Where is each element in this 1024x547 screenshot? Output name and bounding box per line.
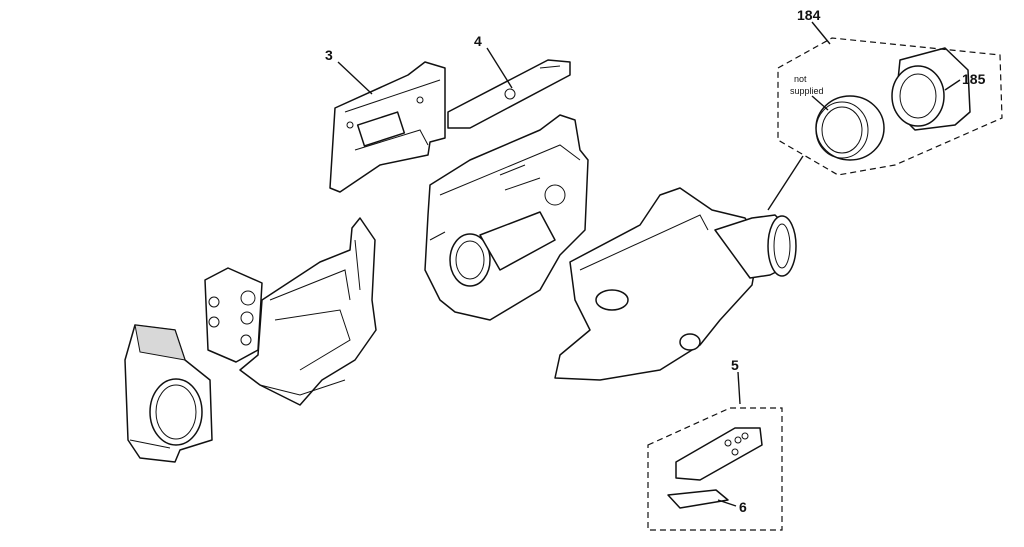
leader-line-184 — [811, 21, 831, 45]
main-mechanism-body — [424, 114, 589, 321]
note-not-supplied-line-2: supplied — [790, 86, 824, 96]
top-plate-part-4 — [447, 59, 571, 129]
side-control-panel — [204, 267, 263, 363]
leader-line-4 — [486, 47, 513, 89]
note-not-supplied-line-1: not — [794, 74, 807, 84]
remote-control — [675, 427, 763, 481]
connector-viewfinder-to-eyecup — [767, 155, 804, 211]
leader-line-3 — [337, 61, 373, 95]
battery-cover-part-6 — [667, 489, 729, 509]
eyecup-lens-ring — [815, 95, 885, 161]
label-part-5: 5 — [731, 357, 739, 373]
leader-line-6 — [717, 499, 737, 507]
inner-frame-chassis — [239, 217, 377, 406]
label-part-3: 3 — [325, 47, 333, 63]
side-cover-part-3 — [329, 61, 446, 193]
rear-housing-viewfinder — [554, 187, 797, 381]
label-part-6: 6 — [739, 499, 747, 515]
label-part-184: 184 — [797, 7, 821, 23]
leader-line-185 — [944, 79, 961, 91]
group-outline-184 — [777, 37, 1003, 176]
group-outline-5 — [647, 407, 783, 531]
label-part-4: 4 — [474, 33, 482, 49]
label-part-185: 185 — [962, 71, 986, 87]
leader-line-not-supplied — [811, 95, 829, 111]
leader-line-5 — [737, 371, 741, 405]
front-lens-housing — [124, 324, 213, 463]
eyecup-part-185 — [891, 47, 971, 131]
